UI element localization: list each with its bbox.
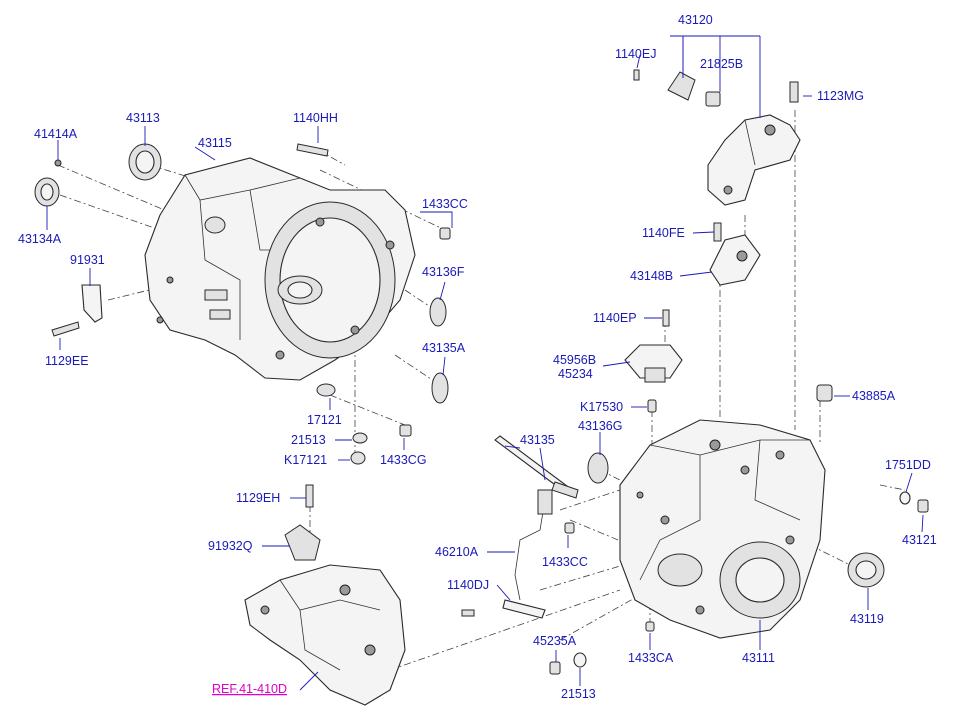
label-43119: 43119 <box>850 612 884 626</box>
small-parts <box>34 69 929 675</box>
sensor-harness-46210a <box>502 489 553 619</box>
label-91932q: 91932Q <box>208 539 253 553</box>
label-1140fe: 1140FE <box>642 226 685 240</box>
bracket-43135 <box>494 435 579 499</box>
label-45234: 45234 <box>558 367 593 381</box>
label-43120: 43120 <box>678 13 713 27</box>
label-43148b: 43148B <box>630 269 673 283</box>
label-43135a: 43135A <box>422 341 466 355</box>
label-43136f: 43136F <box>422 265 465 279</box>
label-k17530: K17530 <box>580 400 623 414</box>
shift-lever-assembly <box>244 524 406 706</box>
label-1751dd: 1751DD <box>885 458 931 472</box>
bracket-43148b <box>709 234 761 286</box>
transmission-case-43111 <box>619 419 826 639</box>
bracket-43120 <box>667 71 801 206</box>
label-1433cc-bottom: 1433CC <box>542 555 588 569</box>
label-1433ca: 1433CA <box>628 651 674 665</box>
label-1140hh: 1140HH <box>293 111 338 125</box>
label-43111: 43111 <box>742 651 775 665</box>
label-1123mg: 1123MG <box>817 89 864 103</box>
label-17121: 17121 <box>307 413 342 427</box>
label-21513-top: 21513 <box>291 433 326 447</box>
label-1129ee: 1129EE <box>45 354 89 368</box>
label-43134a: 43134A <box>18 232 62 246</box>
reference-label[interactable]: REF.41-410D <box>212 682 287 696</box>
label-43121: 43121 <box>902 533 937 547</box>
sensor-45956b <box>624 344 683 383</box>
label-k17121: K17121 <box>284 453 327 467</box>
label-1129eh: 1129EH <box>236 491 280 505</box>
label-91931: 91931 <box>70 253 105 267</box>
clutch-housing-43115 <box>144 157 416 381</box>
label-1433cc-top: 1433CC <box>422 197 468 211</box>
label-45956b: 45956B <box>553 353 596 367</box>
label-21513-bottom: 21513 <box>561 687 596 701</box>
label-43115: 43115 <box>198 136 232 150</box>
label-43135: 43135 <box>520 433 555 447</box>
part-labels: 43120 1140EJ 21825B 1123MG 41414A 43113 … <box>18 13 937 701</box>
label-43136g: 43136G <box>578 419 622 433</box>
label-46210a: 46210A <box>435 545 479 559</box>
label-45235a: 45235A <box>533 634 577 648</box>
label-43113: 43113 <box>126 111 160 125</box>
label-1140ej: 1140EJ <box>615 47 656 61</box>
label-43885a: 43885A <box>852 389 896 403</box>
label-1433cg: 1433CG <box>380 453 427 467</box>
leader-lines <box>46 35 924 691</box>
label-41414a: 41414A <box>34 127 78 141</box>
label-1140ep: 1140EP <box>593 311 637 325</box>
label-21825b: 21825B <box>700 57 743 71</box>
label-1140dj: 1140DJ <box>447 578 489 592</box>
